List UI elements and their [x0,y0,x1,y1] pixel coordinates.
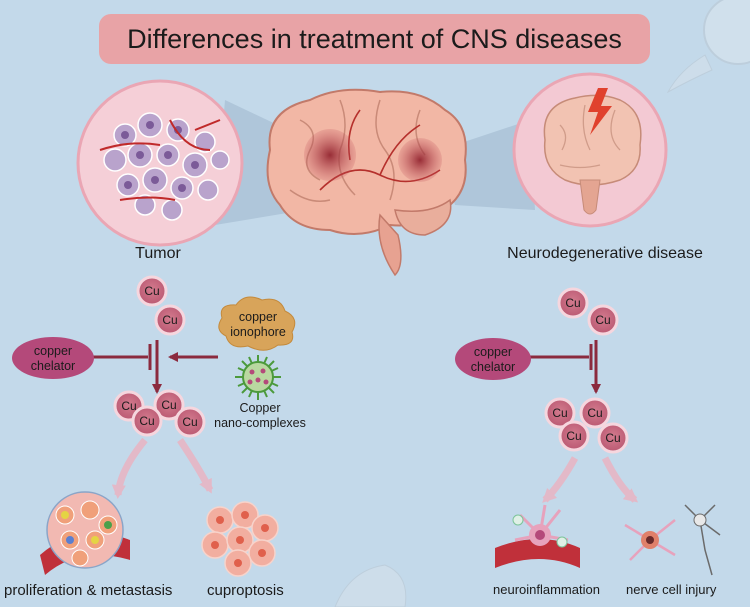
nerve-cell-injury-label: nerve cell injury [626,582,717,597]
right-pathway [530,340,639,503]
title-banner [99,14,650,64]
svg-text:copper: copper [239,310,277,324]
left-cu-ions-free: Cu Cu [136,275,186,336]
nano-label-line1: Copper [239,401,281,415]
cu-ion-label: Cu [121,399,136,413]
neuroinflammation-label: neuroinflammation [493,582,600,597]
nano-label-line2: nano-complexes [214,416,306,430]
cu-ion-label: Cu [605,431,620,445]
cu-ion-label: Cu [182,415,197,429]
tumor-tissue-image [76,79,244,247]
right-cu-ions-free: Cu Cu [557,287,619,336]
left-cu-ions-cluster: Cu Cu Cu Cu [113,389,206,438]
background-cell-decoration [334,0,750,607]
nerve-cell-injury-illustration [624,504,721,576]
cu-ion-label: Cu [595,313,610,327]
svg-text:copper: copper [34,344,72,358]
svg-text:ionophore: ionophore [230,325,286,339]
cu-ion-label: Cu [552,406,567,420]
cu-ion-label: Cu [565,296,580,310]
copper-nano-complex-icon [235,355,281,400]
right-cu-ions-cluster: Cu Cu Cu Cu [544,397,629,454]
neurodegenerative-brain-image [512,72,668,228]
copper-nano-complexes-label: Copper nano-complexes [205,401,315,431]
lightning-bolt-icon [588,88,612,135]
svg-text:chelator: chelator [471,360,515,374]
svg-text:copper: copper [474,345,512,359]
cu-ion-label: Cu [162,313,177,327]
cu-ion-label: Cu [587,406,602,420]
page-title: Differences in treatment of CNS diseases [127,24,622,54]
cu-ion-label: Cu [566,429,581,443]
proliferation-metastasis-illustration [40,491,130,575]
cu-ion-label: Cu [139,414,154,428]
proliferation-metastasis-label: proliferation & metastasis [4,582,173,599]
copper-ionophore: copper ionophore [218,296,296,351]
cu-ion-label: Cu [161,398,176,412]
right-copper-chelator: copper chelator [455,338,531,380]
cu-ion-label: Cu [144,284,159,298]
cuproptosis-illustration [201,501,279,577]
svg-text:chelator: chelator [31,359,75,373]
left-copper-chelator: copper chelator [12,337,94,379]
neuroinflammation-illustration [495,504,580,568]
left-pathway [92,340,218,499]
neurodegenerative-disease-label: Neurodegenerative disease [507,245,703,262]
tumor-label: Tumor [135,245,181,262]
cuproptosis-label: cuproptosis [207,582,284,599]
brain-illustration [266,88,467,277]
